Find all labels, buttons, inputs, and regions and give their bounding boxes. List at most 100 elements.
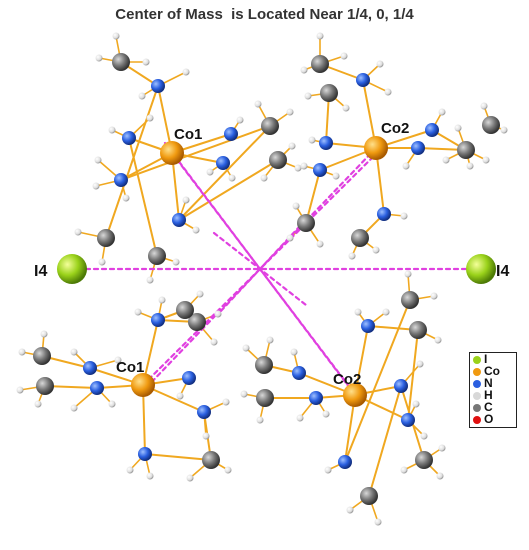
co1b-carbon-atom-1 xyxy=(36,377,54,395)
co1b-carbon-atom-3 xyxy=(202,451,220,469)
legend-swatch-h xyxy=(473,392,481,400)
co2t-carbon-atom-5 xyxy=(482,116,500,134)
co1b-hydrogen-atom-12 xyxy=(176,392,184,400)
co1b-hydrogen-atom-6 xyxy=(108,400,116,408)
co2t-hydrogen-atom-16 xyxy=(438,108,446,116)
label-co1-bottom: Co1 xyxy=(116,359,144,376)
co1t-hydrogen-atom-9 xyxy=(122,194,130,202)
co1t-nitrogen-atom-5 xyxy=(216,156,230,170)
co1b-hydrogen-atom-1 xyxy=(40,330,48,338)
co1b-nitrogen-atom-0 xyxy=(83,361,97,375)
co1t-nitrogen-atom-3 xyxy=(172,213,186,227)
co1t-hydrogen-atom-12 xyxy=(74,228,82,236)
legend-item-h: H xyxy=(472,388,516,402)
co2t-hydrogen-atom-11 xyxy=(286,234,294,242)
co1b-hydrogen-atom-3 xyxy=(34,400,42,408)
co1b-hydrogen-atom-0 xyxy=(18,348,26,356)
dashed-contacts-layer xyxy=(84,141,469,397)
co2b-hydrogen-atom-17 xyxy=(374,518,382,526)
co1t-hydrogen-atom-22 xyxy=(206,168,214,176)
legend-item-i: I xyxy=(472,352,516,366)
co1b-hydrogen-atom-16 xyxy=(126,466,134,474)
co1t-carbon-atom-4 xyxy=(269,151,287,169)
label-co2-top: Co2 xyxy=(381,120,409,137)
label-co2-bottom: Co2 xyxy=(333,371,361,388)
co2b-nitrogen-atom-5 xyxy=(401,413,415,427)
co1t-hydrogen-atom-20 xyxy=(294,164,302,172)
co2t-hydrogen-atom-8 xyxy=(300,162,308,170)
co2b-hydrogen-atom-9 xyxy=(404,270,412,278)
co2b-hydrogen-atom-1 xyxy=(266,336,274,344)
co1b-hydrogen-atom-15 xyxy=(186,474,194,482)
co1t-hydrogen-atom-17 xyxy=(254,100,262,108)
co1t-c-n-bond-3 xyxy=(120,125,271,181)
co2t-nitrogen-atom-0 xyxy=(356,73,370,87)
co1t-carbon-atom-2 xyxy=(148,247,166,265)
co2b-hydrogen-atom-15 xyxy=(436,472,444,480)
co2t-c-n-bond-2 xyxy=(305,169,321,224)
legend-label-n: N xyxy=(484,376,493,390)
co2t-hydrogen-atom-21 xyxy=(482,156,490,164)
co1b-hydrogen-atom-4 xyxy=(70,348,78,356)
iodine-atom-right xyxy=(466,254,496,284)
co2b-hydrogen-atom-0 xyxy=(242,344,250,352)
legend-label-c: C xyxy=(484,400,493,414)
co1b-nitrogen-atom-1 xyxy=(90,381,104,395)
legend-label-h: H xyxy=(484,388,493,402)
co2t-carbon-atom-4 xyxy=(457,141,475,159)
co1t-cobalt-atom xyxy=(160,141,184,165)
legend-label-co: Co xyxy=(484,364,500,378)
co2t-nitrogen-atom-2 xyxy=(313,163,327,177)
co2b-hydrogen-atom-18 xyxy=(346,506,354,514)
co2b-c-n-bond-5 xyxy=(344,299,411,463)
co1t-c-n-bond-1 xyxy=(105,85,159,239)
co2t-carbon-atom-1 xyxy=(320,84,338,102)
co2t-hydrogen-atom-17 xyxy=(454,124,462,132)
legend-swatch-c xyxy=(473,404,481,412)
centroid-contact-5 xyxy=(218,224,302,314)
legend-item-o: O xyxy=(472,412,516,426)
co2t-carbon-atom-3 xyxy=(351,229,369,247)
label-i4-left: I4 xyxy=(34,263,47,280)
co1b-carbon-atom-0 xyxy=(33,347,51,365)
co2t-carbon-atom-0 xyxy=(311,55,329,73)
legend-swatch-o xyxy=(473,416,481,424)
co1t-hydrogen-atom-13 xyxy=(98,258,106,266)
co2t-hydrogen-atom-7 xyxy=(308,136,316,144)
co2t-hydrogen-atom-10 xyxy=(292,202,300,210)
co2b-hydrogen-atom-7 xyxy=(354,308,362,316)
co1t-hydrogen-atom-11 xyxy=(192,226,200,234)
co1t-carbon-atom-1 xyxy=(97,229,115,247)
co2t-hydrogen-atom-2 xyxy=(340,52,348,60)
co1b-nitrogen-atom-5 xyxy=(197,405,211,419)
co1t-hydrogen-atom-16 xyxy=(236,116,244,124)
co2t-hydrogen-atom-9 xyxy=(332,172,340,180)
co2t-hydrogen-atom-19 xyxy=(500,126,508,134)
legend-item-n: N xyxy=(472,376,516,390)
co1t-hydrogen-atom-0 xyxy=(112,32,120,40)
co2t-nitrogen-atom-5 xyxy=(411,141,425,155)
co2b-hydrogen-atom-6 xyxy=(322,410,330,418)
co1t-hydrogen-atom-14 xyxy=(146,276,154,284)
co1b-hydrogen-atom-10 xyxy=(214,310,222,318)
co1b-nitrogen-atom-3 xyxy=(182,371,196,385)
co1t-c-n-bond-2 xyxy=(128,137,158,257)
co2t-nitrogen-atom-4 xyxy=(425,123,439,137)
co1b-nitrogen-atom-2 xyxy=(151,313,165,327)
co2t-hydrogen-atom-12 xyxy=(316,240,324,248)
co1t-nitrogen-atom-0 xyxy=(151,79,165,93)
co2t-nitrogen-atom-3 xyxy=(377,207,391,221)
co1t-hydrogen-atom-1 xyxy=(95,54,103,62)
co2b-hydrogen-atom-13 xyxy=(412,400,420,408)
co1t-hydrogen-atom-21 xyxy=(260,174,268,182)
co2t-nitrogen-atom-1 xyxy=(319,136,333,150)
legend-swatch-n xyxy=(473,380,481,388)
co2t-hydrogen-atom-4 xyxy=(384,88,392,96)
co2b-hydrogen-atom-12 xyxy=(416,360,424,368)
co2b-hydrogen-atom-10 xyxy=(430,292,438,300)
co2t-hydrogen-atom-6 xyxy=(304,92,312,100)
co2t-hydrogen-atom-3 xyxy=(376,60,384,68)
co2t-hydrogen-atom-18 xyxy=(480,102,488,110)
co2t-hydrogen-atom-0 xyxy=(316,32,324,40)
